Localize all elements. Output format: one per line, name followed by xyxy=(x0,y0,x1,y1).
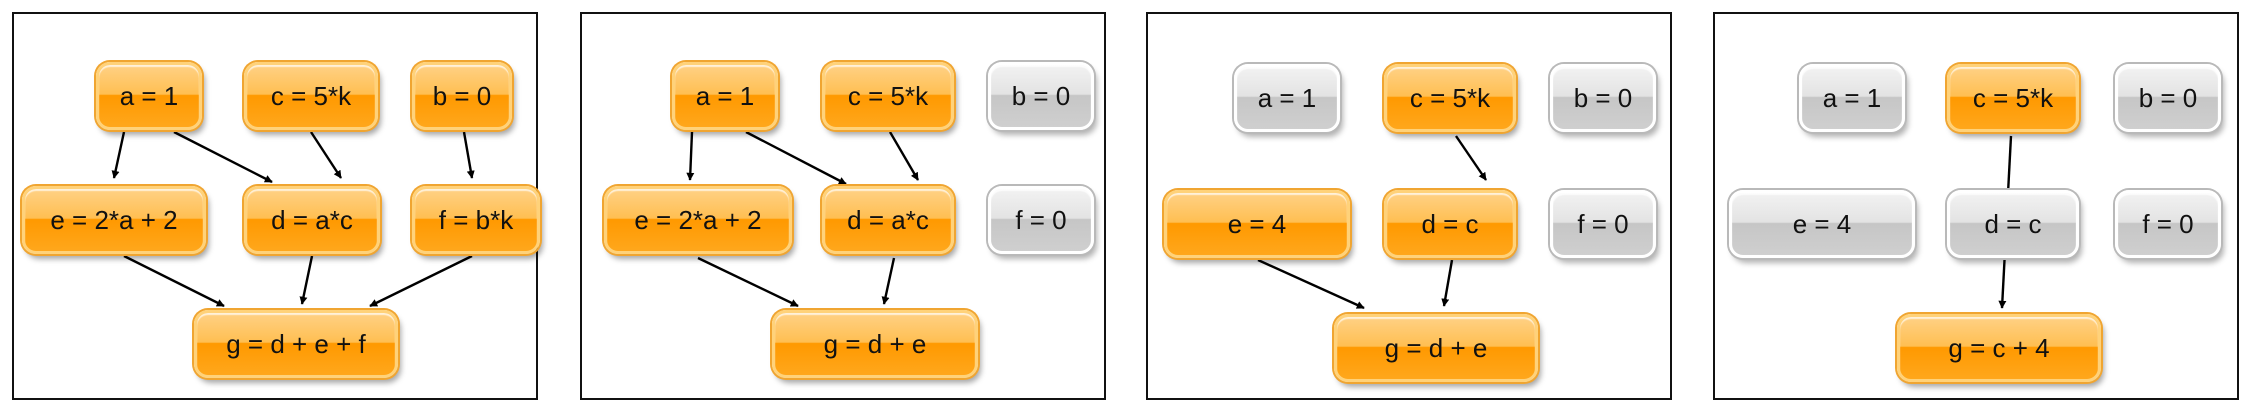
graph-panel-4: a = 1 c = 5*k b = 0 e = 4 d = c f = 0 g … xyxy=(1713,12,2239,400)
edge-a-d xyxy=(745,130,847,186)
node-c: c = 5*k xyxy=(1384,64,1516,132)
node-e: e = 2*a + 2 xyxy=(22,186,206,254)
node-g: g = d + e xyxy=(772,310,978,378)
edge-layer-3 xyxy=(1257,135,1487,310)
graph-panel-3: a = 1 c = 5*k b = 0 e = 4 d = c f = 0 g … xyxy=(1146,12,1672,400)
edge-c-d xyxy=(1455,135,1487,181)
node-a: a = 1 xyxy=(1799,64,1905,132)
node-g: g = c + 4 xyxy=(1897,314,2101,382)
node-d: d = a*c xyxy=(244,186,380,254)
node-a: a = 1 xyxy=(672,62,778,130)
graph-panel-1: a = 1 c = 5*k b = 0 e = 2*a + 2 d = a*c … xyxy=(12,12,540,400)
node-g: g = d + e + f xyxy=(194,310,398,378)
edge-a-e xyxy=(686,131,695,181)
edge-f-g xyxy=(369,254,473,308)
edge-e-g xyxy=(697,256,799,308)
edge-d-g xyxy=(1441,259,1454,307)
node-g: g = d + e xyxy=(1334,314,1538,382)
node-e: e = 4 xyxy=(1164,190,1350,258)
node-f: f = 0 xyxy=(988,186,1094,254)
node-d: d = c xyxy=(1384,190,1516,258)
edge-layer-2 xyxy=(686,130,920,308)
node-d: d = a*c xyxy=(822,186,954,254)
node-d: d = c xyxy=(1947,190,2079,258)
edge-e-g xyxy=(1257,258,1365,310)
node-f: f = b*k xyxy=(412,186,540,254)
edge-b-f xyxy=(462,131,475,179)
edge-c-d xyxy=(309,131,343,179)
node-b: b = 0 xyxy=(1550,64,1656,132)
node-e: e = 4 xyxy=(1729,190,1915,258)
node-a: a = 1 xyxy=(1234,64,1340,132)
edge-a-d xyxy=(173,130,273,184)
node-b: b = 0 xyxy=(2115,64,2221,132)
node-b: b = 0 xyxy=(988,62,1094,130)
edge-d-g xyxy=(881,257,896,305)
node-f: f = 0 xyxy=(2115,190,2221,258)
edge-e-g xyxy=(123,254,225,308)
edge-c-d xyxy=(888,131,920,181)
edge-d-g xyxy=(299,255,314,305)
edge-layer-1 xyxy=(111,130,475,308)
node-c: c = 5*k xyxy=(1947,64,2079,132)
node-f: f = 0 xyxy=(1550,190,1656,258)
node-a: a = 1 xyxy=(96,62,202,130)
edge-a-e xyxy=(111,131,126,179)
node-e: e = 2*a + 2 xyxy=(604,186,792,254)
node-b: b = 0 xyxy=(412,62,512,130)
node-c: c = 5*k xyxy=(822,62,954,130)
graph-panel-2: a = 1 c = 5*k b = 0 e = 2*a + 2 d = a*c … xyxy=(580,12,1106,400)
node-c: c = 5*k xyxy=(244,62,378,130)
